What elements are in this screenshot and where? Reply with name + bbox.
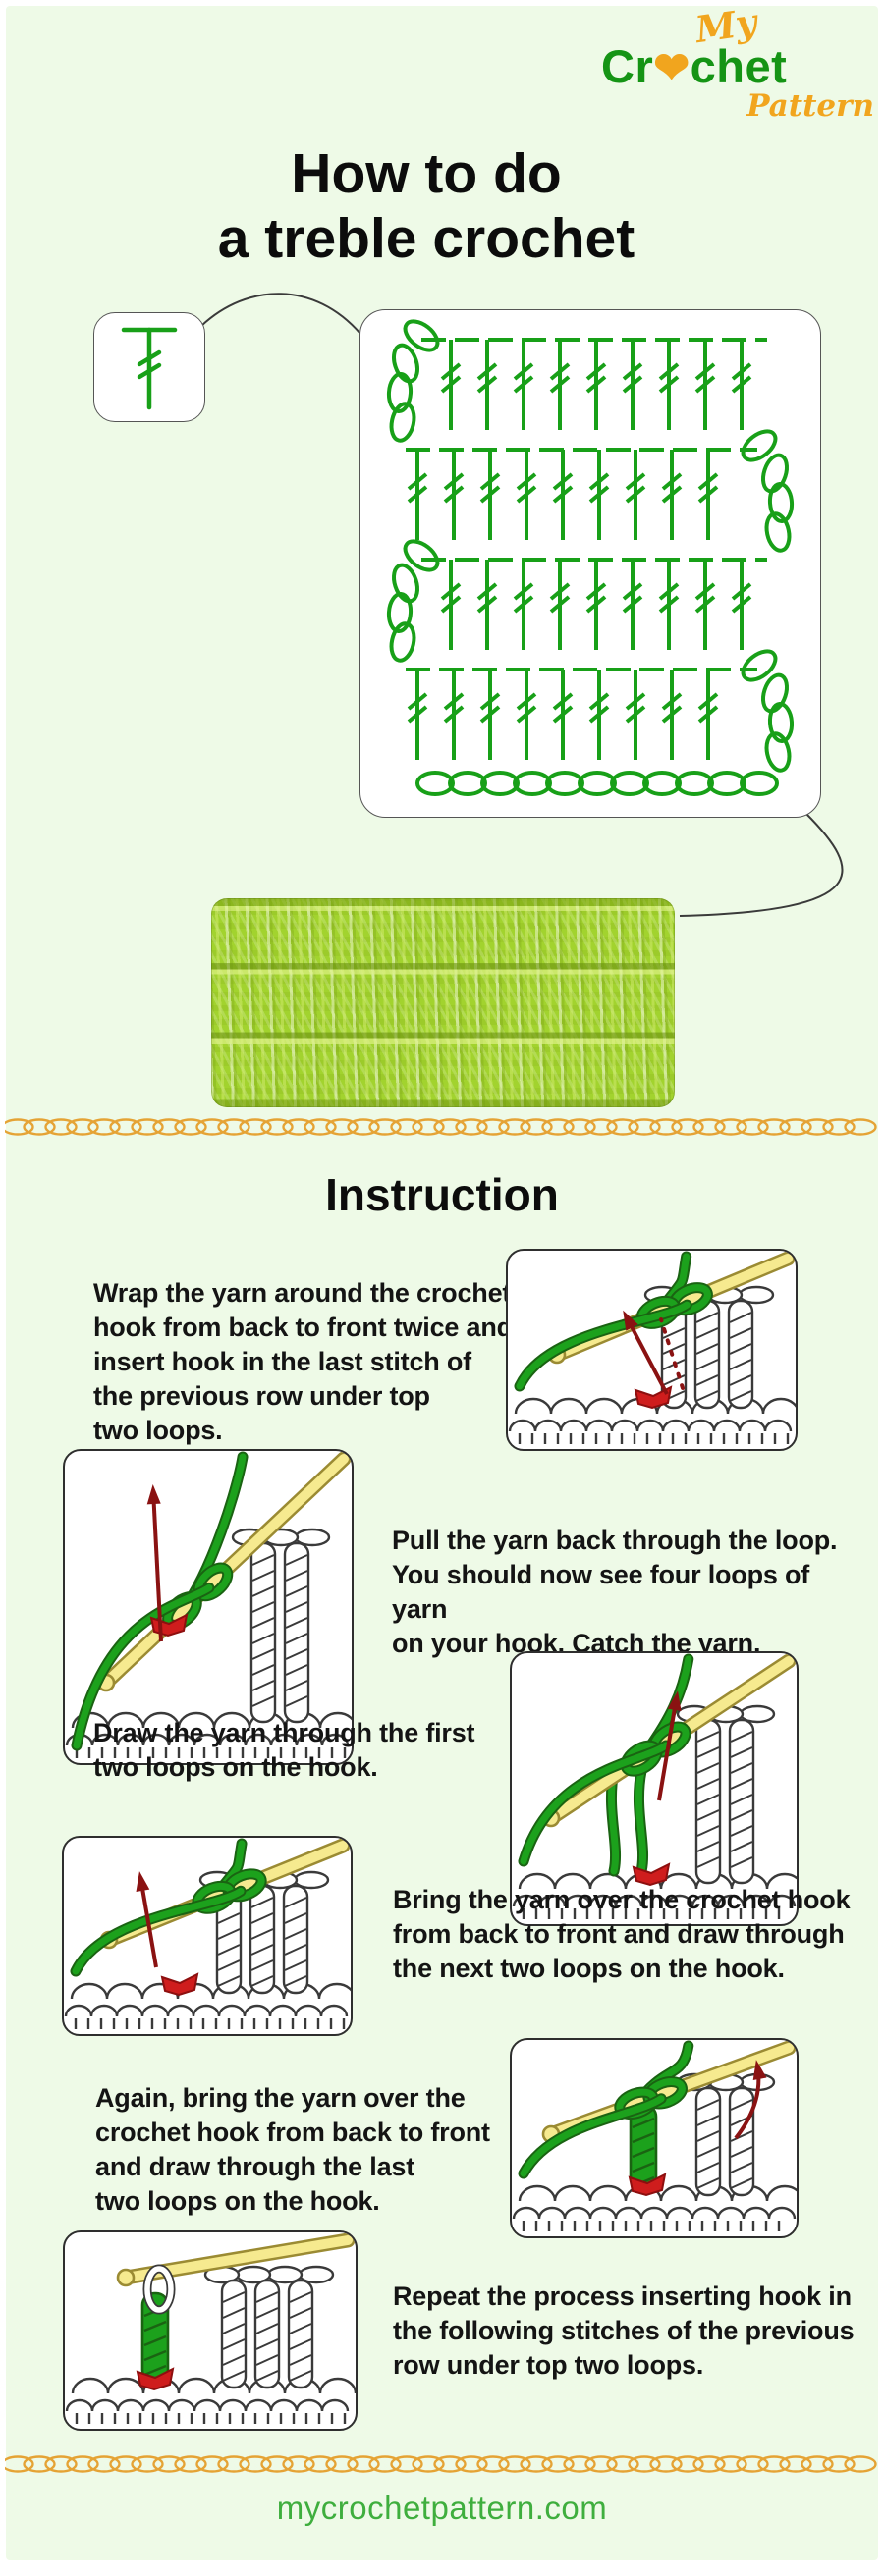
step-1-text: Wrap the yarn around the crochet hook fr… (93, 1278, 513, 1445)
footer-url: mycrochetpattern.com (276, 2490, 608, 2526)
step-2-illustration (63, 1449, 354, 1765)
section-heading: Instruction (325, 1169, 559, 1220)
chain-divider-bottom (1, 2455, 879, 2473)
step-2-illustration-icon (65, 1451, 352, 1758)
logo-chet-text: chet (690, 40, 788, 92)
step-4-illustration-icon (64, 1838, 351, 2029)
title-line-1: How to do (291, 142, 562, 205)
step-3-illustration-icon (512, 1653, 797, 1919)
treble-stitch-symbol-icon (121, 327, 178, 410)
logo-pattern-text: Pattern (746, 88, 874, 124)
stitch-chart-box (359, 309, 821, 818)
chain-divider-top (1, 1118, 879, 1136)
swatch-photo (211, 898, 675, 1107)
step-6-text: Repeat the process inserting hook in the… (393, 2281, 855, 2380)
logo-crochet-text: Cr❤chet (601, 39, 787, 93)
logo-cr-text: Cr (601, 40, 654, 92)
step-4-illustration (62, 1836, 353, 2036)
stitch-chart-icon (386, 319, 795, 796)
step-2-text: Pull the yarn back through the loop. You… (392, 1526, 838, 1658)
step-5-text: Again, bring the yarn over the crochet h… (95, 2083, 490, 2216)
step-1-illustration (506, 1249, 798, 1451)
title-line-2: a treble crochet (217, 207, 635, 270)
step-3-text: Draw the yarn through the first two loop… (93, 1718, 475, 1782)
treble-symbol-box (93, 312, 205, 422)
step-5-illustration-icon (512, 2040, 797, 2231)
step-6-illustration-icon (65, 2232, 356, 2424)
step-4-text: Bring the yarn over the crochet hook fro… (393, 1885, 851, 1983)
yarn-heart-icon: ❤ (653, 44, 691, 92)
step-3-illustration (510, 1651, 799, 1926)
step-1-illustration-icon (508, 1251, 796, 1444)
step-6-illustration (63, 2230, 358, 2431)
step-5-illustration (510, 2038, 799, 2238)
site-logo: My Cr❤chet Pattern (597, 0, 878, 135)
